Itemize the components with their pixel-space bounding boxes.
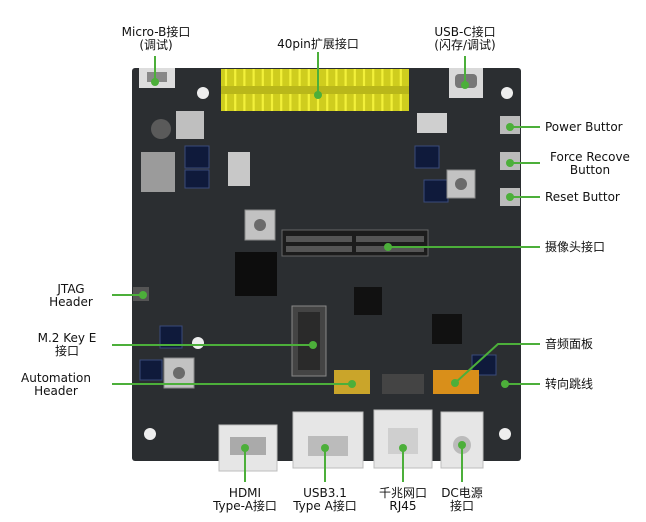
chip-main bbox=[235, 252, 277, 296]
label-micro-b: Micro-B接口(调试) bbox=[121, 25, 191, 52]
camera-connector bbox=[281, 229, 429, 257]
label-camera: 摄像头接口 bbox=[545, 240, 606, 254]
inductors bbox=[139, 145, 497, 381]
label-dc: DC电源接口 bbox=[441, 486, 483, 513]
label-reset-button: Reset Buttor bbox=[545, 190, 620, 204]
label-power-button: Power Buttor bbox=[545, 120, 623, 134]
callout-lines bbox=[112, 52, 540, 482]
label-jumper: 转向跳线 bbox=[545, 377, 594, 391]
40pin-header bbox=[221, 69, 409, 111]
label-audio: 音频面板 bbox=[545, 337, 594, 351]
callout-dots bbox=[139, 78, 514, 452]
label-40pin: 40pin扩展接口 bbox=[277, 37, 359, 51]
label-usb-c: USB-C接口(闪存/调试) bbox=[434, 25, 496, 52]
